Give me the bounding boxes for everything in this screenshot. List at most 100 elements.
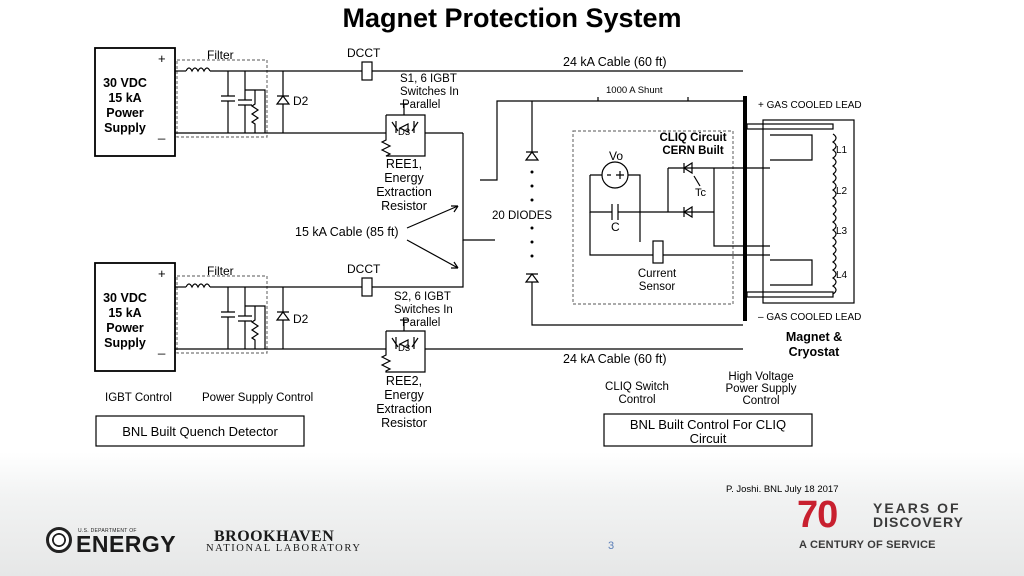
seventy-discovery: DISCOVERY xyxy=(873,514,964,530)
d2-2-label: D2 xyxy=(293,312,309,326)
bnl-logo: BROOKHAVEN NATIONAL LABORATORY xyxy=(206,528,376,554)
svg-text:30 VDC: 30 VDC xyxy=(103,291,147,305)
ree2-label: REE2, Energy Extraction Resistor xyxy=(376,374,432,430)
d2-1-label: D2 xyxy=(293,94,309,108)
c-label: C xyxy=(611,220,620,234)
svg-text:Resistor: Resistor xyxy=(381,416,427,430)
svg-text:S1, 6 IGBT: S1, 6 IGBT xyxy=(400,73,457,85)
igbt-switch-s2 xyxy=(385,319,426,349)
doe-logo-small-text: U.S. DEPARTMENT OF xyxy=(78,528,137,534)
ree1-resistor xyxy=(380,133,426,157)
gas-lead-minus-label: – GAS COOLED LEAD xyxy=(758,312,861,323)
diode-d2-1 xyxy=(275,71,291,133)
page-number: 3 xyxy=(608,540,615,552)
power-supply-2-box xyxy=(94,262,176,372)
gas-lead-plus-label: + GAS COOLED LEAD xyxy=(758,100,862,111)
igbt-control-label: IGBT Control xyxy=(105,392,172,404)
doe-logo-text: ENERGY xyxy=(76,531,177,557)
svg-text:L3: L3 xyxy=(836,226,848,237)
svg-text:15 kA: 15 kA xyxy=(108,91,141,105)
thyristor-bottom xyxy=(682,205,693,219)
footer-background xyxy=(0,452,1024,576)
magnet-bus xyxy=(743,96,747,321)
ree2-resistor xyxy=(380,349,426,373)
svg-text:Energy: Energy xyxy=(384,171,424,185)
svg-text:30 VDC: 30 VDC xyxy=(103,76,147,90)
magnet-label: Magnet & Cryostat xyxy=(786,330,842,359)
filter-1-cap-b xyxy=(238,99,252,133)
ps2-minus: _ xyxy=(157,340,166,355)
seventy-years-of: YEARS OF xyxy=(873,500,961,516)
coil-labels: L1 L2 L3 L4 xyxy=(836,145,848,281)
diode-top xyxy=(524,151,540,161)
power-supply-2-label: 30 VDC 15 kA Power Supply xyxy=(103,291,147,350)
svg-text:REE1,: REE1, xyxy=(386,157,422,171)
igbt-switch-s1 xyxy=(385,103,463,134)
cliq-loop xyxy=(589,174,668,213)
svg-text:BNL Built Control For CLIQ: BNL Built Control For CLIQ xyxy=(630,417,786,432)
ree1-label: REE1, Energy Extraction Resistor xyxy=(376,157,432,213)
tc-label: Tc xyxy=(695,187,707,199)
filter-2-cap-b xyxy=(238,315,252,349)
cliq-box xyxy=(572,130,734,305)
cliq-switch-control-label: CLIQ Switch Control xyxy=(605,381,669,406)
svg-text:Power: Power xyxy=(106,321,144,335)
quench-detector-label: BNL Built Quench Detector xyxy=(122,424,278,439)
shunt-markers xyxy=(597,97,689,101)
cable-24ka-top-label: 24 kA Cable (60 ft) xyxy=(563,55,667,69)
svg-text:CLIQ Circuit: CLIQ Circuit xyxy=(659,132,726,144)
cliq-label: CLIQ Circuit CERN Built xyxy=(659,132,726,157)
cliq-control-box-label: BNL Built Control For CLIQ Circuit xyxy=(630,417,786,446)
svg-text:CERN Built: CERN Built xyxy=(662,145,724,157)
svg-text:Supply: Supply xyxy=(104,336,146,350)
svg-text:Extraction: Extraction xyxy=(376,402,432,416)
inductor-1 xyxy=(185,67,211,73)
filter-1-cap-a xyxy=(221,71,235,133)
cable-15ka-vertical-1 xyxy=(462,133,495,241)
thyristor-gate xyxy=(693,175,701,187)
cable-15ka-arrow-up xyxy=(406,205,459,229)
svg-text:Extraction: Extraction xyxy=(376,185,432,199)
gas-lead-minus-bar xyxy=(746,291,834,298)
svg-text:Control: Control xyxy=(742,395,779,407)
power-supply-1-box xyxy=(94,47,176,157)
coil-l4 xyxy=(831,253,837,295)
vo-source xyxy=(601,161,629,189)
svg-text:L2: L2 xyxy=(836,186,848,197)
svg-text:Parallel: Parallel xyxy=(402,317,440,329)
svg-text:L4: L4 xyxy=(836,270,848,281)
thyristor-top xyxy=(682,161,693,175)
svg-text:REE2,: REE2, xyxy=(386,374,422,388)
doe-seal-icon xyxy=(46,527,72,553)
hv-ps-control-label: High Voltage Power Supply Control xyxy=(726,371,797,407)
dcct-1 xyxy=(361,61,373,81)
bnl-logo-name: BROOKHAVEN xyxy=(214,528,335,545)
cliq-capacitor xyxy=(611,204,619,220)
filter-1-box xyxy=(176,59,268,138)
filter-2-label: Filter xyxy=(207,264,234,278)
cable-15ka-top-join xyxy=(480,100,743,181)
seventy-years-logo: 70 YEARS OF DISCOVERY A CENTURY OF SERVI… xyxy=(797,494,977,557)
power-supply-1-label: 30 VDC 15 kA Power Supply xyxy=(103,76,147,135)
ps-control-label: Power Supply Control xyxy=(202,392,313,404)
coil-l3 xyxy=(831,213,837,255)
diode-column-bottom-wire xyxy=(531,282,743,326)
cable-15ka-label: 15 kA Cable (85 ft) xyxy=(295,225,399,239)
quench-detector-box xyxy=(95,415,305,447)
svg-text:Parallel: Parallel xyxy=(402,99,440,111)
filter-2-box xyxy=(176,275,268,354)
circuit-diagram: 30 VDC 15 kA Power Supply + _ Filter D2 … xyxy=(94,46,862,447)
coil-l2 xyxy=(831,173,837,215)
svg-text:Sensor: Sensor xyxy=(639,281,676,293)
svg-text:Switches In: Switches In xyxy=(394,304,453,316)
diodes-label: 20 DIODES xyxy=(492,210,552,222)
dcct-2 xyxy=(361,277,373,297)
ps2-plus: + xyxy=(158,266,166,281)
cryostat-box xyxy=(762,119,855,304)
svg-text:Current: Current xyxy=(638,268,677,280)
svg-text:Resistor: Resistor xyxy=(381,199,427,213)
svg-text:Magnet &: Magnet & xyxy=(786,330,842,344)
filter-2-resistor xyxy=(250,306,260,349)
d3-2-label: D3 xyxy=(398,343,410,354)
